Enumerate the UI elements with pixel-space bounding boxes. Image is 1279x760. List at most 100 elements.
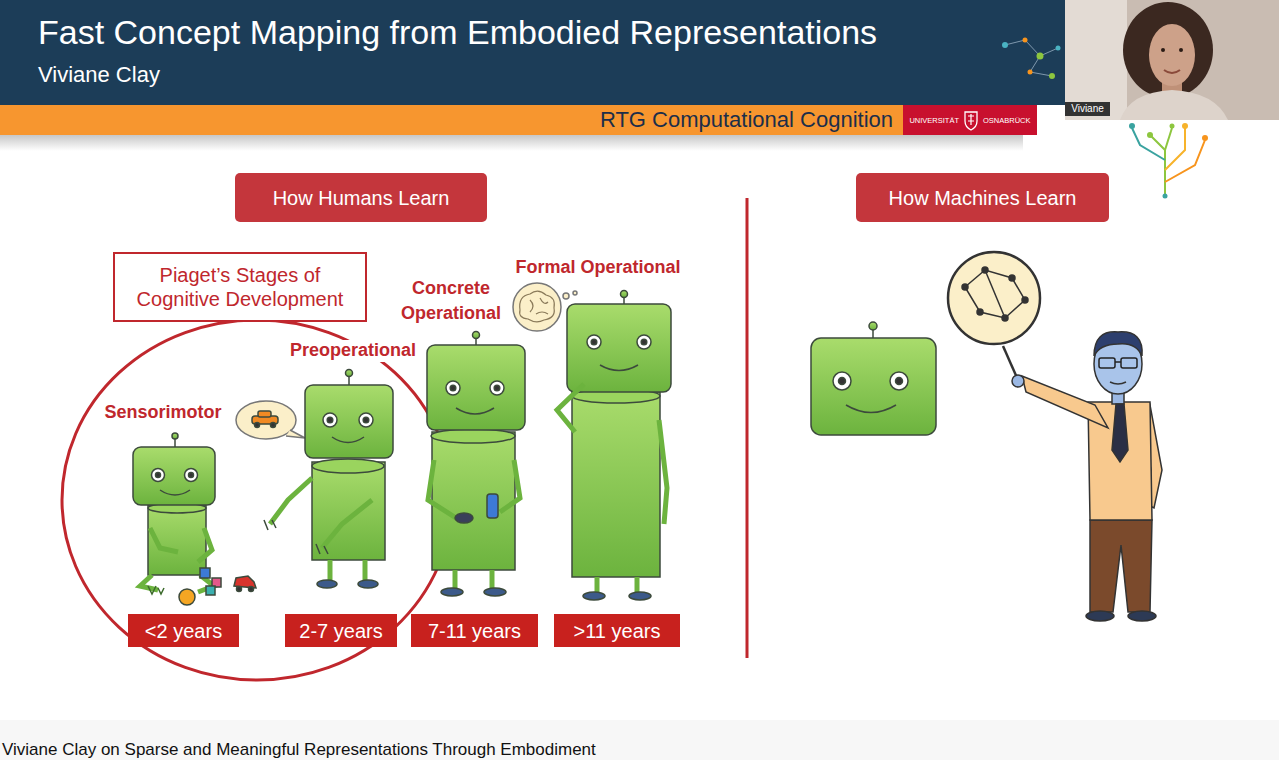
robot-formal xyxy=(572,392,660,577)
teacher-figure xyxy=(1086,611,1114,621)
robot-preoperational xyxy=(359,413,373,427)
box-text: UNIVERSITÄT xyxy=(909,116,959,125)
robot-sensorimotor xyxy=(152,469,165,482)
box-text: 2-7 years xyxy=(299,619,382,643)
robot-concrete xyxy=(456,408,494,414)
robot-concrete xyxy=(490,381,504,395)
robot-sensorimotor xyxy=(148,586,164,594)
robot-concrete xyxy=(428,460,456,518)
age-box: >11 years xyxy=(554,614,680,647)
age-box: <2 years xyxy=(128,614,239,647)
robot-sensorimotor xyxy=(234,576,256,588)
slide-title: Fast Concept Mapping from Embodied Repre… xyxy=(38,12,877,53)
robot-formal xyxy=(600,365,638,371)
robot-sensorimotor xyxy=(185,469,198,482)
teacher-figure xyxy=(1112,404,1128,462)
crest-icon xyxy=(968,114,974,125)
robot-formal xyxy=(567,304,671,392)
robot-machine xyxy=(846,405,896,413)
section-button: How Machines Learn xyxy=(856,173,1109,222)
circuit-decoration xyxy=(1129,123,1208,199)
caption-strip xyxy=(0,720,1279,760)
robot-formal xyxy=(629,592,651,600)
network-decoration xyxy=(1002,38,1061,80)
age-box: 7-11 years xyxy=(411,614,538,647)
crest-icon xyxy=(963,109,979,131)
robot-preoperational xyxy=(346,370,353,377)
header-band xyxy=(0,0,1279,135)
webcam-image xyxy=(1161,48,1165,52)
robot-sensorimotor xyxy=(172,433,178,439)
robot-preoperational xyxy=(255,423,260,428)
network-decoration xyxy=(1049,73,1055,79)
divider-line xyxy=(746,198,749,658)
crest-icon xyxy=(965,112,977,130)
stage-label: Preoperational xyxy=(288,340,418,362)
robot-concrete xyxy=(490,570,495,588)
robot-preoperational xyxy=(286,430,305,438)
robot-preoperational xyxy=(236,370,393,589)
network-decoration xyxy=(1030,72,1052,76)
circuit-decoration xyxy=(1150,135,1165,196)
robot-sensorimotor xyxy=(160,490,190,495)
robot-preoperational xyxy=(271,423,276,428)
robot-concrete xyxy=(484,588,506,596)
teacher-figure xyxy=(985,270,1005,318)
teacher-figure xyxy=(982,267,988,273)
box-text: Viviane xyxy=(1071,103,1104,115)
teacher-figure xyxy=(1094,332,1142,356)
network-decoration xyxy=(1037,53,1044,60)
webcam-image xyxy=(1065,0,1127,120)
circuit-decoration xyxy=(1202,135,1208,141)
robot-preoperational xyxy=(316,544,328,554)
robot-formal xyxy=(635,577,640,592)
box-text: Piaget’s Stages of Cognitive Development xyxy=(129,263,351,311)
circuit-decoration xyxy=(1170,124,1175,129)
robot-formal xyxy=(637,335,651,349)
robot-concrete xyxy=(455,513,473,523)
orange-band xyxy=(0,105,903,135)
robot-preoperational xyxy=(258,411,271,417)
network-decoration xyxy=(1056,46,1061,51)
robot-preoperational xyxy=(312,462,385,560)
robot-machine xyxy=(896,378,903,385)
robot-preoperational xyxy=(332,437,364,443)
robot-formal xyxy=(573,291,577,295)
robot-sensorimotor xyxy=(133,433,256,605)
webcam-image xyxy=(1120,90,1228,120)
box-text: >11 years xyxy=(574,619,661,643)
robot-sensorimotor xyxy=(249,587,254,592)
teacher-figure xyxy=(1002,315,1008,321)
university-logo: UNIVERSITÄTOSNABRÜCK xyxy=(903,105,1037,135)
robot-formal xyxy=(595,577,600,592)
circuit-decoration xyxy=(1163,194,1168,199)
robot-preoperational xyxy=(323,413,337,427)
teacher-figure xyxy=(965,270,1025,318)
teacher-figure xyxy=(1012,375,1024,387)
robot-formal xyxy=(659,420,667,524)
robot-sensorimotor xyxy=(198,528,212,562)
robot-machine xyxy=(811,338,936,435)
webcam-image xyxy=(1164,70,1180,73)
circuit-decoration xyxy=(1165,140,1205,182)
webcam-image xyxy=(1179,48,1183,52)
robot-concrete xyxy=(450,385,456,391)
robot-formal xyxy=(513,283,561,331)
subtitle-author: Viviane Clay xyxy=(38,62,160,88)
robot-machine xyxy=(833,372,851,390)
robot-preoperational xyxy=(270,478,312,524)
video-caption: Viviane Clay on Sparse and Meaningful Re… xyxy=(2,740,596,760)
circuit-decoration xyxy=(1165,128,1185,170)
robot-preoperational xyxy=(317,580,337,588)
robot-preoperational xyxy=(236,401,296,439)
robot-concrete xyxy=(446,381,460,395)
orange-band xyxy=(0,135,1023,151)
robot-sensorimotor xyxy=(200,568,210,578)
robot-formal xyxy=(641,339,647,345)
teacher-figure xyxy=(1090,520,1152,612)
teacher-figure xyxy=(1009,275,1015,281)
highlight-circle xyxy=(62,320,452,680)
robot-concrete xyxy=(500,460,520,512)
robot-sensorimotor xyxy=(237,587,242,592)
